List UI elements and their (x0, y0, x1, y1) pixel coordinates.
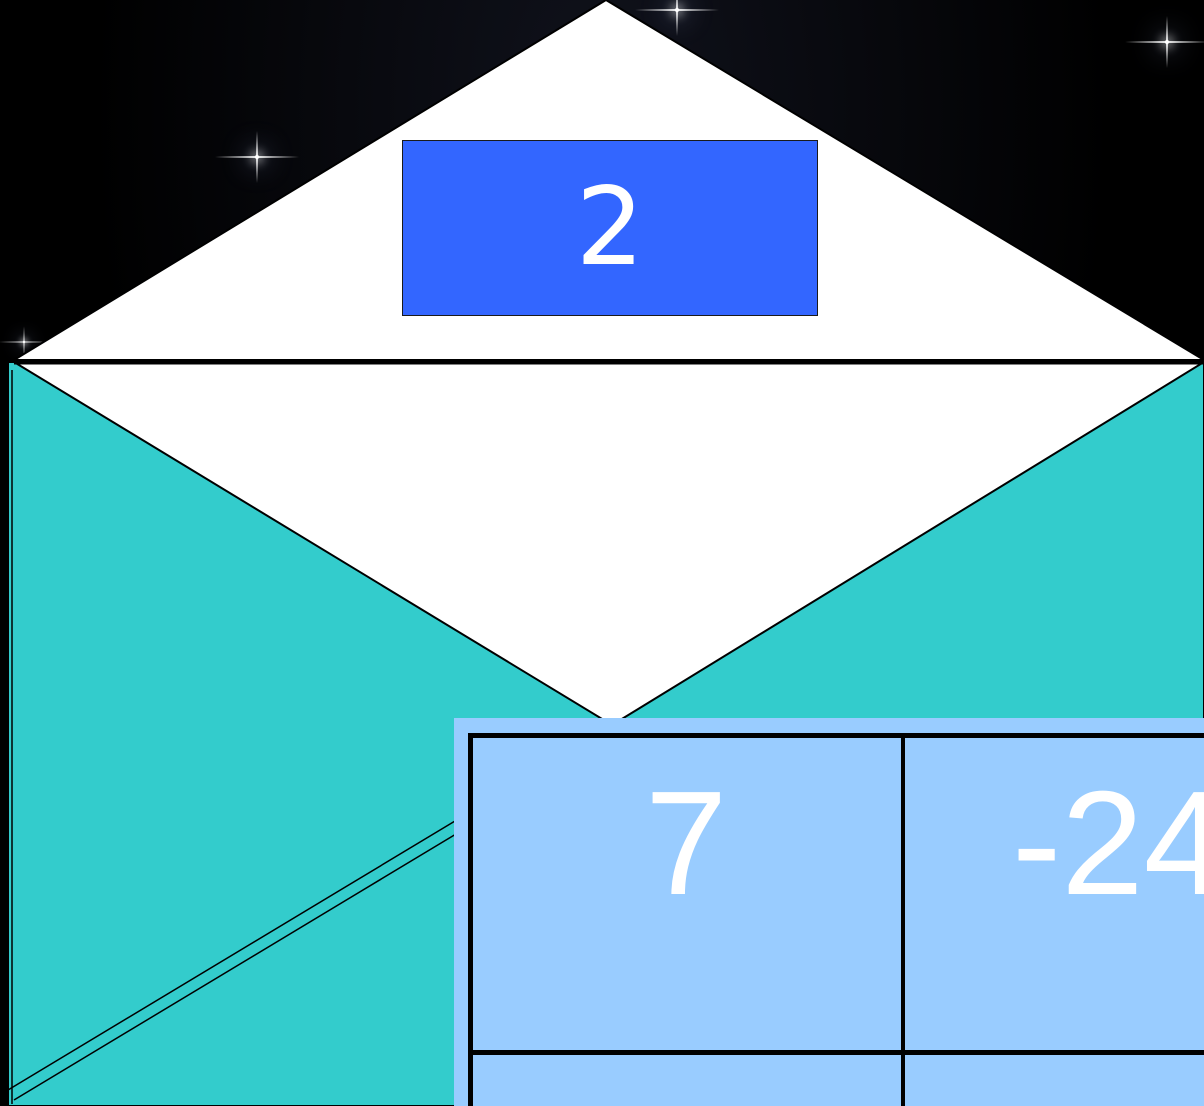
number-card[interactable]: 2 (402, 140, 818, 316)
grid-cell[interactable]: -24 (1012, 770, 1204, 918)
grid-cell-value: 7 (645, 761, 727, 926)
card-value: 2 (576, 174, 645, 282)
grid-divider-horizontal (473, 1050, 1204, 1055)
grid-cell-value: -24 (1012, 761, 1204, 926)
grid-cell[interactable]: 7 (645, 770, 727, 918)
